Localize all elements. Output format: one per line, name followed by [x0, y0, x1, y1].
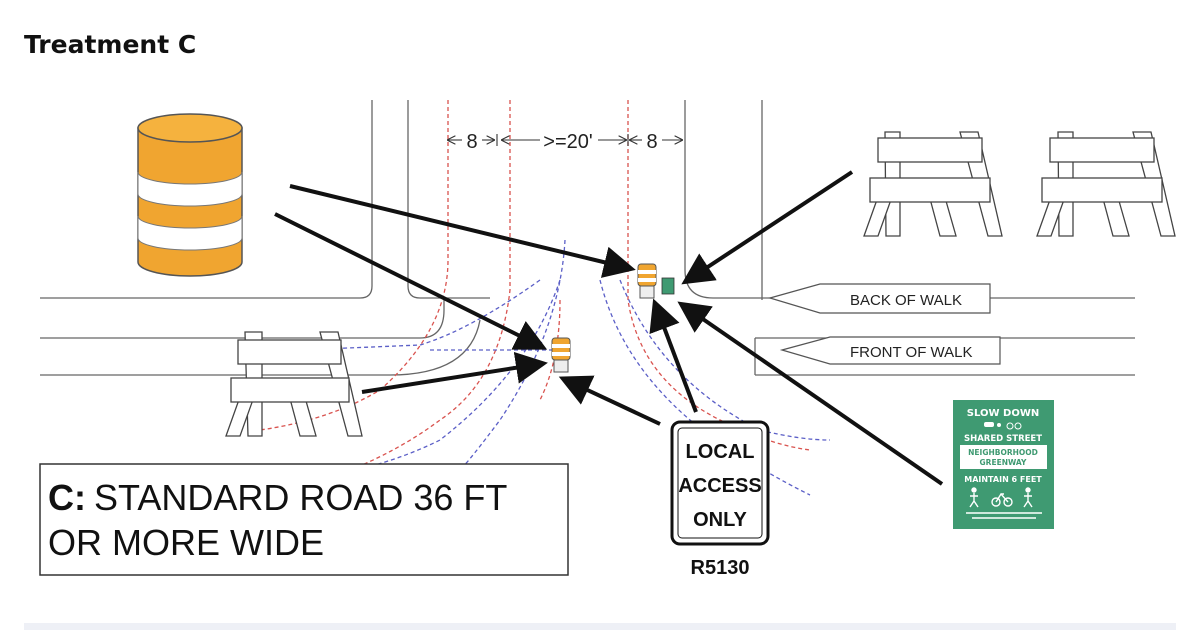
page-title: Treatment C — [24, 30, 197, 59]
car-bike-icon — [984, 422, 1022, 430]
greenway-sign: SLOW DOWN SHARED STREET NEIGHBORHOOD GRE… — [953, 400, 1054, 529]
caption-line-1: STANDARD ROAD 36 FT — [94, 477, 507, 518]
dimension-center: >=20' — [543, 131, 592, 153]
front-of-walk-label: FRONT OF WALK — [850, 344, 973, 361]
front-of-walk-callout: FRONT OF WALK — [779, 336, 1001, 365]
sign-code: R5130 — [691, 557, 750, 579]
back-of-walk-callout: BACK OF WALK — [767, 283, 991, 314]
local-sign-line-1: LOCAL — [686, 441, 755, 463]
local-sign-line-3: ONLY — [693, 509, 747, 531]
traffic-barrel-icon — [137, 113, 243, 277]
small-barrel-icon — [551, 263, 675, 373]
green-sign-line-5: MAINTAIN 6 FEET — [964, 475, 1042, 484]
back-of-walk-label: BACK OF WALK — [850, 292, 962, 309]
barricade-icon — [863, 131, 1003, 237]
svg-text:C:STANDARD ROAD 36 FT: C:STANDARD ROAD 36 FT — [48, 477, 507, 518]
caption-prefix: C: — [48, 477, 86, 518]
dimension-line — [448, 134, 682, 146]
green-sign-line-4: GREENWAY — [980, 458, 1027, 467]
dimension-left: 8 — [466, 131, 477, 153]
barricade-icon — [225, 331, 363, 437]
green-sign-title: SLOW DOWN — [967, 408, 1039, 419]
divider — [24, 623, 1176, 630]
caption-line-2: OR MORE WIDE — [48, 522, 324, 563]
local-access-sign: LOCAL ACCESS ONLY — [670, 420, 770, 546]
pointer-arrows — [274, 170, 944, 486]
barricade-icon — [1036, 131, 1176, 237]
green-sign-line-2: SHARED STREET — [964, 434, 1042, 444]
dimension-right: 8 — [646, 131, 657, 153]
pedestrian-bike-icon — [969, 487, 1033, 508]
caption-box: C:STANDARD ROAD 36 FT OR MORE WIDE — [39, 463, 569, 576]
local-sign-line-2: ACCESS — [678, 475, 761, 497]
green-sign-line-3: NEIGHBORHOOD — [968, 448, 1038, 457]
